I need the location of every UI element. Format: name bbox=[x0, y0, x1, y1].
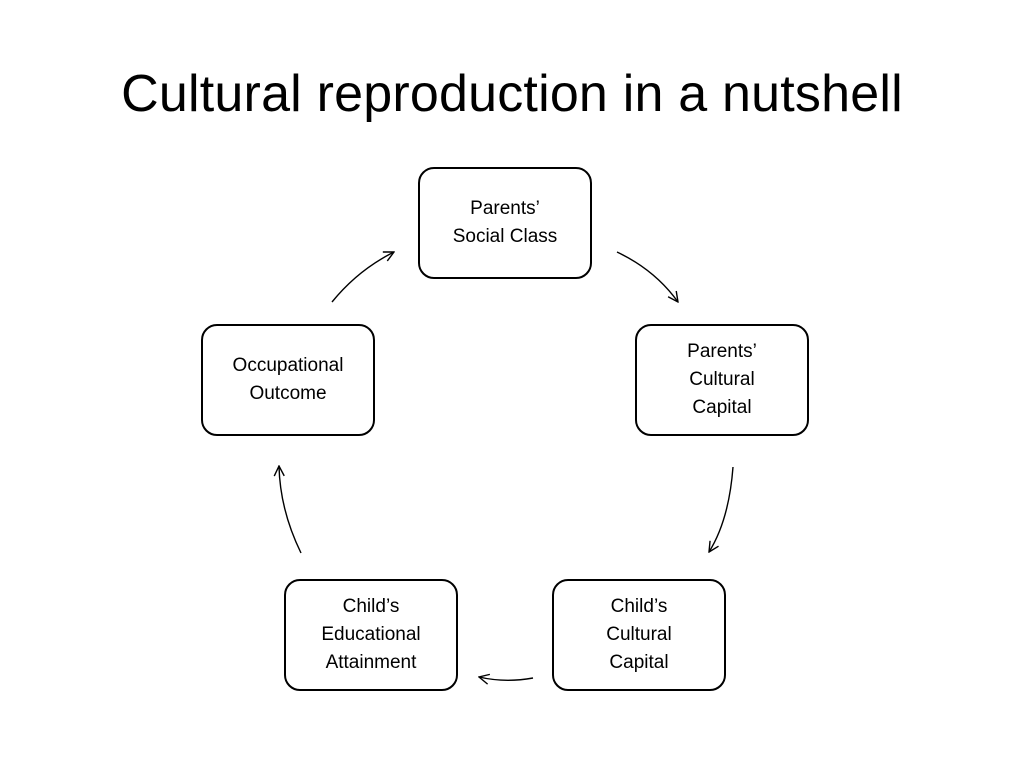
node-occupational-outcome: Occupational Outcome bbox=[201, 324, 375, 436]
node-label-line: Cultural bbox=[689, 369, 755, 390]
node-label: Parents’ Social Class bbox=[453, 195, 558, 251]
node-label: Child’s Cultural Capital bbox=[606, 593, 671, 677]
node-childs-cultural-capital: Child’s Cultural Capital bbox=[552, 579, 726, 691]
slide-title: Cultural reproduction in a nutshell bbox=[121, 65, 903, 123]
node-label-line: Parents’ bbox=[470, 198, 540, 219]
node-label-line: Parents’ bbox=[687, 341, 757, 362]
node-label-line: Cultural bbox=[606, 624, 672, 645]
node-label: Occupational Outcome bbox=[233, 352, 344, 408]
node-label: Child’s Educational Attainment bbox=[321, 593, 420, 677]
node-label-line: Attainment bbox=[325, 652, 417, 673]
edge-arrow-parents-social-class-to-parents-cultural-capital bbox=[616, 251, 678, 302]
node-label-line: Occupational bbox=[232, 355, 344, 376]
node-label-line: Capital bbox=[609, 652, 669, 673]
edge-arrow-childs-cultural-capital-to-childs-educational-attainment bbox=[479, 677, 534, 680]
edge-arrow-occupational-outcome-to-parents-social-class bbox=[331, 252, 394, 303]
node-parents-cultural-capital: Parents’ Cultural Capital bbox=[635, 324, 809, 436]
node-label-line: Social Class bbox=[452, 226, 558, 247]
edge-arrow-parents-cultural-capital-to-childs-cultural-capital bbox=[709, 466, 734, 552]
node-label-line: Outcome bbox=[249, 383, 327, 404]
node-childs-educational-attainment: Child’s Educational Attainment bbox=[284, 579, 458, 691]
node-label-line: Child’s bbox=[610, 596, 668, 617]
node-label-line: Child’s bbox=[342, 596, 400, 617]
node-label-line: Capital bbox=[692, 397, 752, 418]
node-label: Parents’ Cultural Capital bbox=[687, 338, 757, 422]
node-parents-social-class: Parents’ Social Class bbox=[418, 167, 592, 279]
node-label-line: Educational bbox=[321, 624, 421, 645]
edge-arrow-childs-educational-attainment-to-occupational-outcome bbox=[279, 466, 302, 554]
